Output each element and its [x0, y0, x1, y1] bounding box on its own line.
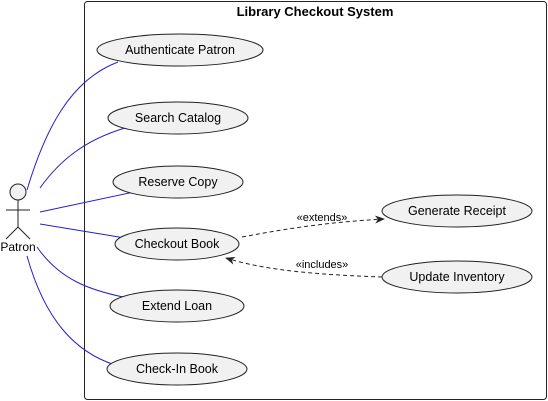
- use-case-label: Search Catalog: [135, 111, 221, 125]
- use-case-ellipse: [381, 194, 533, 228]
- association-search: [39, 127, 126, 189]
- use-case-ellipse: [96, 33, 264, 67]
- use-case-ellipse: [109, 289, 245, 323]
- use-case-extend[interactable]: Extend Loan: [109, 289, 245, 323]
- association-checkout: [39, 223, 126, 239]
- relationships: [225, 215, 385, 278]
- use-case-label: Checkout Book: [135, 237, 221, 251]
- actor-patron[interactable]: [5, 183, 31, 240]
- use-case-ellipse: [107, 101, 249, 135]
- extends-line: [241, 215, 385, 238]
- use-case-label: Extend Loan: [142, 299, 212, 313]
- use-case-checkin[interactable]: Check-In Book: [106, 352, 248, 386]
- association-checkin: [26, 255, 116, 366]
- association-authenticate: [26, 61, 119, 191]
- actor-head: [9, 183, 27, 201]
- system-title: Library Checkout System: [237, 4, 394, 19]
- extends-label: «extends»: [297, 212, 348, 224]
- use-case-ellipse: [381, 260, 533, 294]
- use-case-label: Authenticate Patron: [125, 43, 235, 57]
- actor-left-leg: [5, 226, 19, 240]
- use-case-ellipse: [106, 352, 248, 386]
- use-case-inventory[interactable]: Update Inventory: [381, 260, 533, 294]
- use-case-label: Generate Receipt: [408, 204, 507, 218]
- association-extend: [36, 246, 124, 298]
- includes-line: [225, 256, 383, 278]
- use-case-receipt[interactable]: Generate Receipt: [381, 194, 533, 228]
- association-reserve: [39, 191, 135, 213]
- includes-label: «includes»: [296, 259, 349, 271]
- use-case-ellipse: [114, 227, 240, 261]
- actor-label: Patron: [0, 240, 35, 254]
- actor-right-leg: [17, 226, 31, 240]
- use-case-ellipse: [112, 165, 244, 199]
- associations: [26, 61, 135, 366]
- use-case-checkout[interactable]: Checkout Book: [114, 227, 240, 261]
- use-case-search[interactable]: Search Catalog: [107, 101, 249, 135]
- use-case-label: Reserve Copy: [138, 175, 218, 189]
- use-case-label: Update Inventory: [409, 270, 505, 284]
- use-case-label: Check-In Book: [136, 362, 219, 376]
- use-case-reserve[interactable]: Reserve Copy: [112, 165, 244, 199]
- use-case-authenticate[interactable]: Authenticate Patron: [96, 33, 264, 67]
